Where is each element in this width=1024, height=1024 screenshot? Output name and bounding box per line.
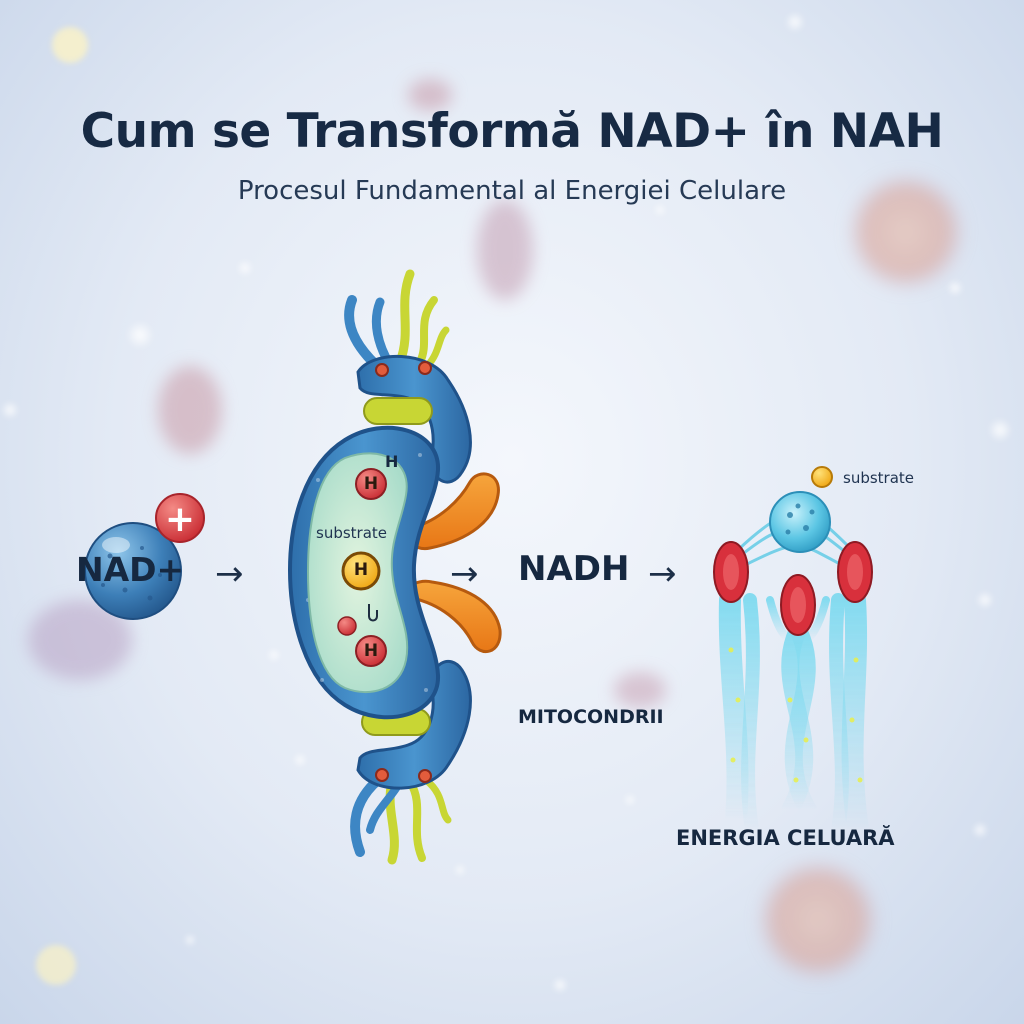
plus-sign: + bbox=[165, 499, 195, 540]
top-tentacles bbox=[344, 269, 450, 370]
energy-tubes bbox=[718, 589, 869, 841]
yellow-band bbox=[363, 397, 433, 425]
orange-arm-top bbox=[405, 472, 500, 551]
blurred-cells bbox=[28, 79, 966, 982]
glow-particles bbox=[1, 12, 1012, 993]
page-title: Cum se Transformă NAD+ în NAH bbox=[80, 104, 944, 159]
bg-cell bbox=[408, 79, 452, 111]
bottom-tentacles bbox=[350, 775, 452, 865]
nadh-label: NADH bbox=[518, 549, 630, 589]
hydrogen-label: H bbox=[385, 452, 399, 471]
hydrogen-atom-label: H bbox=[363, 474, 379, 494]
enzyme-complex bbox=[287, 269, 502, 865]
substrate-legend-label: substrate bbox=[843, 469, 915, 487]
substrate-legend-icon bbox=[811, 466, 833, 488]
page-subtitle: Procesul Fundamental al Energiei Celular… bbox=[237, 176, 787, 206]
substrate-enzyme-label: substrate bbox=[316, 524, 388, 542]
energy-label: ENERGIA CELUARĂ bbox=[676, 826, 895, 850]
plus-charge-icon bbox=[155, 493, 205, 543]
bg-cell bbox=[477, 200, 533, 300]
electron-transfer-icon bbox=[368, 604, 378, 622]
mitochondria-label: MITOCONDRII bbox=[518, 706, 664, 728]
mitochondria-structure bbox=[713, 466, 873, 841]
bg-cell bbox=[756, 858, 880, 982]
substrate-hydrogen-label: H bbox=[353, 560, 369, 580]
bg-cell bbox=[846, 172, 966, 292]
hydrogen-atom-label: H bbox=[363, 641, 379, 661]
energy-sphere-icon bbox=[769, 491, 831, 553]
hydrogen-atom-icon bbox=[355, 468, 387, 500]
substrate-hydrogen-icon bbox=[341, 551, 381, 591]
hydrogen-atom-icon bbox=[355, 635, 387, 667]
nad-plus-label: NAD+ bbox=[76, 550, 185, 589]
nad-plus-molecule: + bbox=[84, 493, 205, 620]
hydrogen-ion-icon bbox=[337, 616, 357, 636]
arrow-3: → bbox=[648, 554, 677, 594]
bg-cell bbox=[158, 366, 222, 454]
bg-cell bbox=[28, 600, 132, 680]
arrow-1: → bbox=[215, 554, 244, 594]
bg-cell bbox=[614, 672, 666, 708]
orange-arm-bottom bbox=[406, 579, 502, 653]
